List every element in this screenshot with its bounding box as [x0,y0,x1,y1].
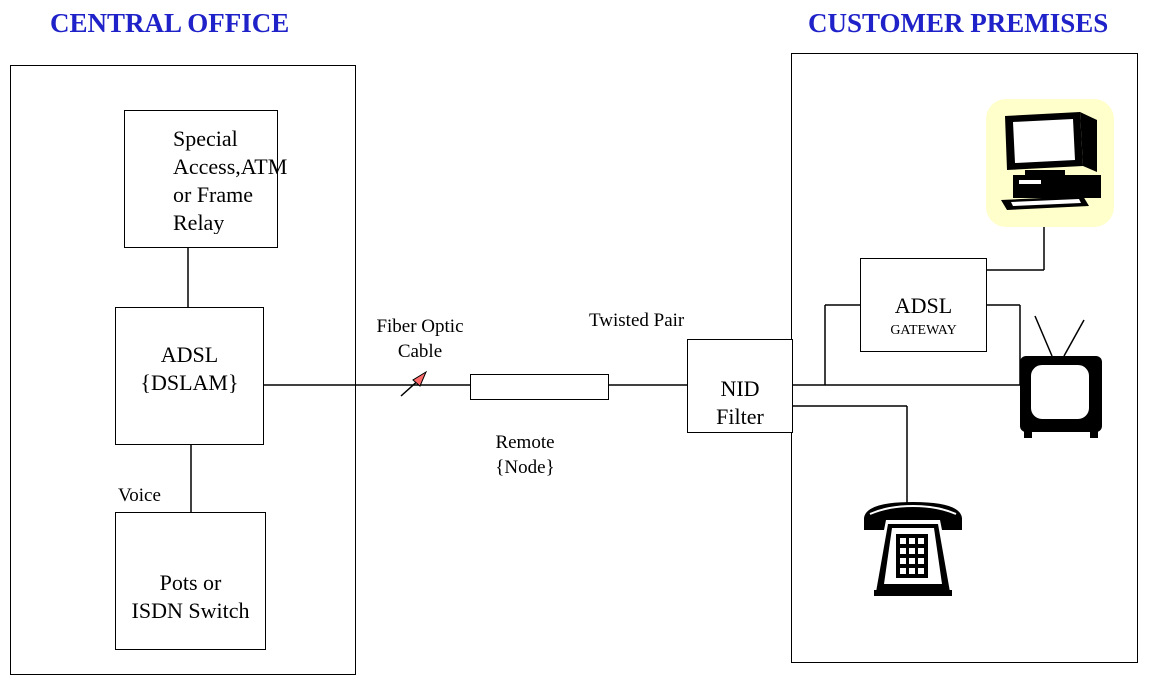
dslam-title: ADSL [160,342,219,367]
telephone-icon [864,502,962,596]
voice-label: Voice [118,485,161,506]
gateway-title: ADSL [894,293,953,318]
nid-label: NID [720,376,760,401]
switch-line-2: ISDN Switch [131,598,250,623]
special-access-line-4: Relay [173,210,225,234]
central-office-heading: CENTRAL OFFICE [50,8,290,38]
gateway-subtitle: GATEWAY [890,323,957,338]
remote-label: Remote [495,432,555,453]
dslam-label: {DSLAM} [140,370,239,395]
twisted-pair-label: Twisted Pair [589,310,685,331]
special-access-line-1: Special [173,126,238,151]
television-icon [1020,315,1102,438]
filter-label: Filter [716,404,764,429]
special-access-box: Special Access,ATM or Frame Relay [124,110,287,248]
adsl-gateway-box: ADSL GATEWAY [860,258,987,352]
nid-filter-box: NID Filter [687,339,793,433]
switch-line-1: Pots or [159,570,222,595]
node-label: {Node} [495,457,555,478]
computer-icon [986,99,1114,227]
dslam-box: ADSL {DSLAM} [115,307,264,445]
fiber-optic-label-line-1: Fiber Optic [376,316,464,337]
customer-premises-heading: CUSTOMER PREMISES [808,8,1109,38]
fiber-optic-label-line-2: Cable [397,341,443,362]
remote-node-box [470,374,609,400]
arrow-icon [400,370,428,397]
switch-box: Pots or ISDN Switch [115,512,266,650]
special-access-line-3: or Frame [173,182,254,207]
special-access-line-2: Access,ATM [173,154,288,179]
